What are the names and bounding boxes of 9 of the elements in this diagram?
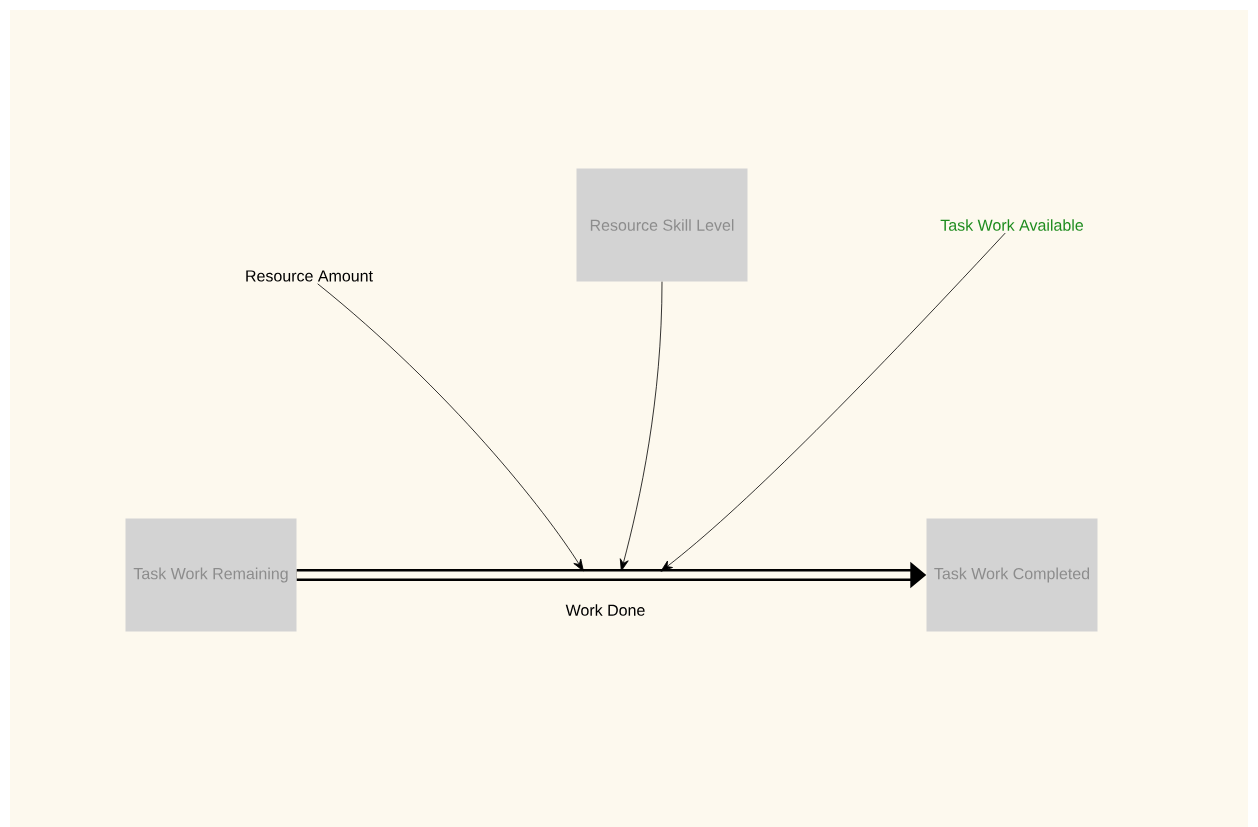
arrow	[317, 283, 584, 572]
stock-box: Resource Skill Level	[576, 168, 748, 282]
arrow	[619, 281, 663, 572]
arrow	[660, 232, 1006, 572]
edge-label: Work Done	[564, 603, 647, 617]
variable-label: Task Work Available	[940, 219, 1083, 231]
variable-label: Resource Amount	[246, 270, 373, 282]
stock-box: Task Work Remaining	[125, 518, 297, 632]
stock-box: Task Work Completed	[926, 518, 1098, 632]
